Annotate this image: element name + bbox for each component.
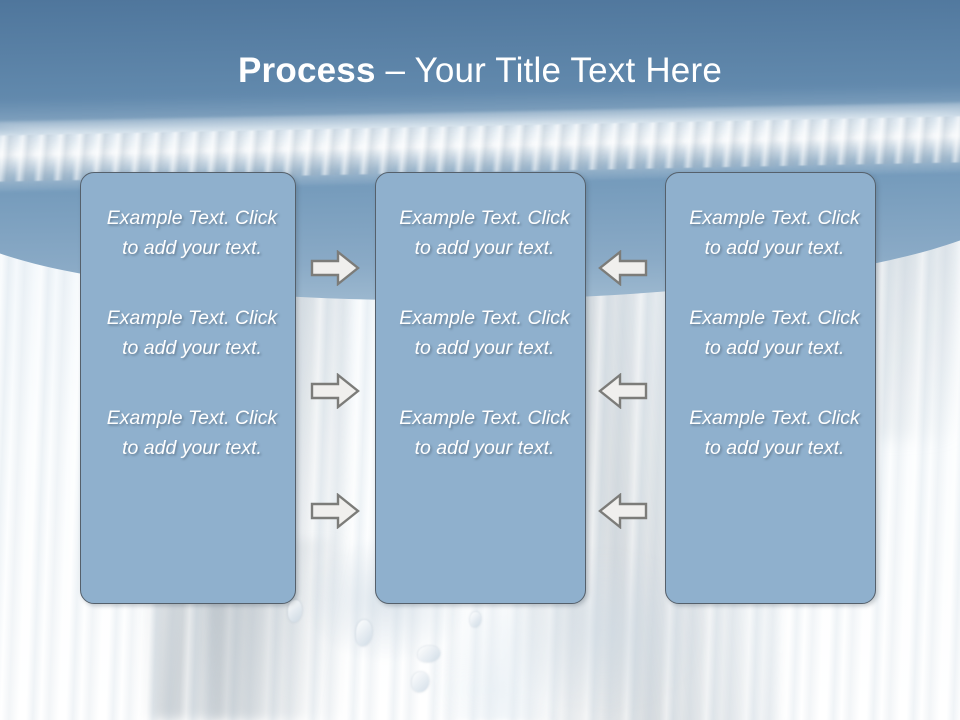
column-1-text-2[interactable]: Example Text. Click to add your text.	[106, 307, 278, 359]
column-3-text-1[interactable]: Example Text. Click to add your text.	[689, 207, 860, 259]
spacer	[376, 263, 585, 303]
process-column-1[interactable]: Example Text. Click to add your text. Ex…	[80, 172, 296, 604]
arrow-right-icon[interactable]	[310, 493, 360, 529]
column-1-text-1[interactable]: Example Text. Click to add your text.	[106, 207, 278, 259]
spacer	[81, 263, 295, 303]
column-2-text-1[interactable]: Example Text. Click to add your text.	[399, 207, 570, 259]
page-title-rest: – Your Title Text Here	[385, 51, 722, 90]
column-2-text-2[interactable]: Example Text. Click to add your text.	[399, 307, 570, 359]
spacer	[666, 263, 875, 303]
column-3-text-3[interactable]: Example Text. Click to add your text.	[689, 407, 860, 459]
arrow-left-icon[interactable]	[598, 373, 648, 409]
arrow-left-icon[interactable]	[598, 493, 648, 529]
column-3-text-2[interactable]: Example Text. Click to add your text.	[689, 307, 860, 359]
spacer	[666, 363, 875, 403]
process-column-2[interactable]: Example Text. Click to add your text. Ex…	[375, 172, 586, 604]
process-column-3[interactable]: Example Text. Click to add your text. Ex…	[665, 172, 876, 604]
page-title: Process – Your Title Text Here	[0, 50, 960, 92]
water-droplet	[470, 612, 481, 627]
column-1-text-3[interactable]: Example Text. Click to add your text.	[106, 407, 278, 459]
arrow-right-icon[interactable]	[310, 373, 360, 409]
water-droplet	[418, 646, 440, 662]
arrow-left-icon[interactable]	[598, 250, 648, 286]
arrow-right-icon[interactable]	[310, 250, 360, 286]
page-title-bold: Process	[238, 51, 386, 90]
column-2-text-3[interactable]: Example Text. Click to add your text.	[399, 407, 570, 459]
spacer	[376, 363, 585, 403]
spacer	[81, 363, 295, 403]
water-droplet	[356, 620, 372, 646]
water-droplet	[412, 672, 429, 692]
water-droplet	[288, 600, 302, 622]
